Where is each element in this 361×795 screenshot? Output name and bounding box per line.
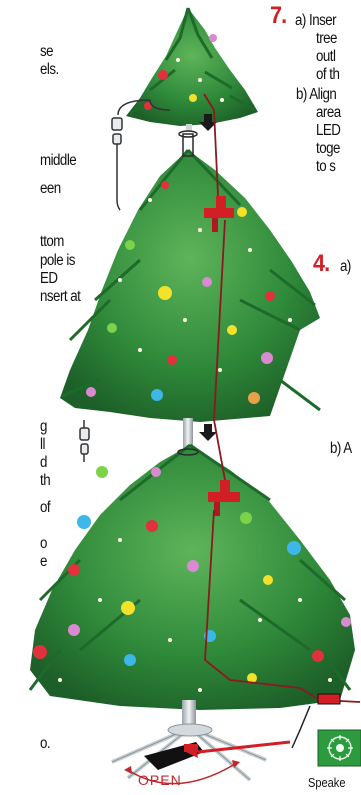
red-arrow — [197, 740, 291, 754]
left-text-13: of — [40, 499, 51, 516]
led-lights — [33, 34, 351, 683]
left-text-16: o. — [40, 735, 51, 752]
step-4-a-label: a) — [340, 258, 351, 275]
red-junction-boxes — [204, 196, 240, 516]
left-text-1: se — [40, 43, 54, 60]
open-curve-arrow — [127, 763, 236, 785]
bottom-tree-section — [28, 443, 355, 710]
left-text-3: middle — [40, 152, 77, 169]
left-text-11: d — [40, 454, 47, 471]
step-7-line-1: a) Inser — [295, 12, 337, 29]
tree-stand — [111, 700, 267, 782]
left-text-9: g — [40, 418, 47, 435]
step-7-line-8: toge — [316, 140, 340, 157]
white-sparkles — [58, 58, 332, 692]
red-arrow-head — [186, 746, 198, 758]
left-text-5: ttom — [40, 233, 64, 250]
left-text-10: ll — [40, 436, 45, 453]
red-plug — [317, 693, 341, 705]
step-7-line-6: area — [316, 104, 341, 121]
middle-tree-section — [60, 148, 321, 450]
left-text-4: een — [40, 180, 61, 197]
left-text-7: ED — [40, 270, 58, 287]
speaker-unit — [317, 729, 361, 767]
speaker-label: Speake — [308, 775, 346, 790]
step-4-b-label: b) A — [330, 440, 352, 457]
down-arrow-icons — [199, 114, 217, 441]
step-7-line-2: tree — [316, 30, 337, 47]
step-7-line-7: LED — [316, 122, 341, 139]
down-arrow-icon — [199, 114, 217, 131]
left-text-15: e — [40, 553, 47, 570]
left-text-2: els. — [40, 61, 59, 78]
step-7-line-4: of th — [316, 66, 340, 83]
step-7-number: 7. — [270, 2, 287, 29]
step-7-line-5: b) Align — [296, 86, 337, 103]
left-text-8: nsert at — [40, 288, 81, 305]
plug-connectors — [79, 99, 171, 462]
step-7-line-9: to s — [316, 158, 336, 175]
top-tree-section — [126, 7, 258, 132]
power-cable-to-speaker — [291, 705, 311, 749]
left-text-14: o — [40, 535, 47, 552]
left-text-12: th — [40, 472, 51, 489]
open-label: OPEN — [138, 772, 182, 788]
battery-box — [144, 742, 204, 770]
left-text-6: pole is — [40, 252, 75, 269]
step-4-number: 4. — [313, 250, 330, 277]
down-arrow-icon — [199, 424, 217, 441]
step-7-line-3: outl — [316, 48, 336, 65]
pole-connectors — [177, 130, 199, 456]
